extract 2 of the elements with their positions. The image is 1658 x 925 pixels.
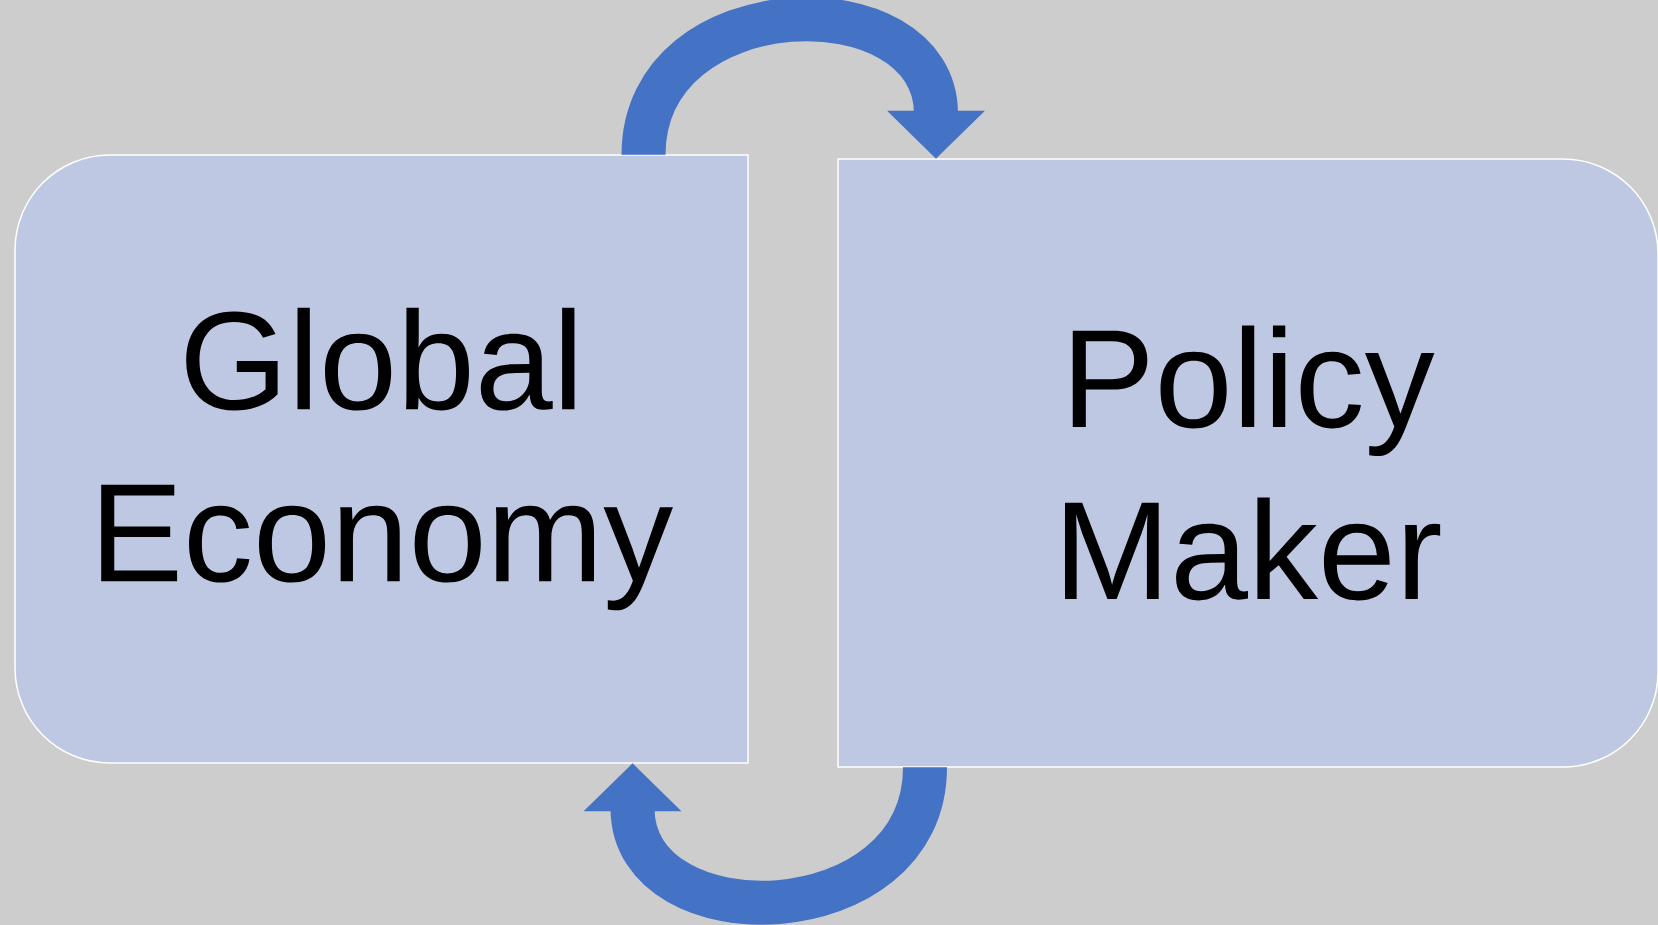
rounded-box: Global Economy xyxy=(14,154,749,764)
rounded-box: Policy Maker xyxy=(837,158,1658,768)
